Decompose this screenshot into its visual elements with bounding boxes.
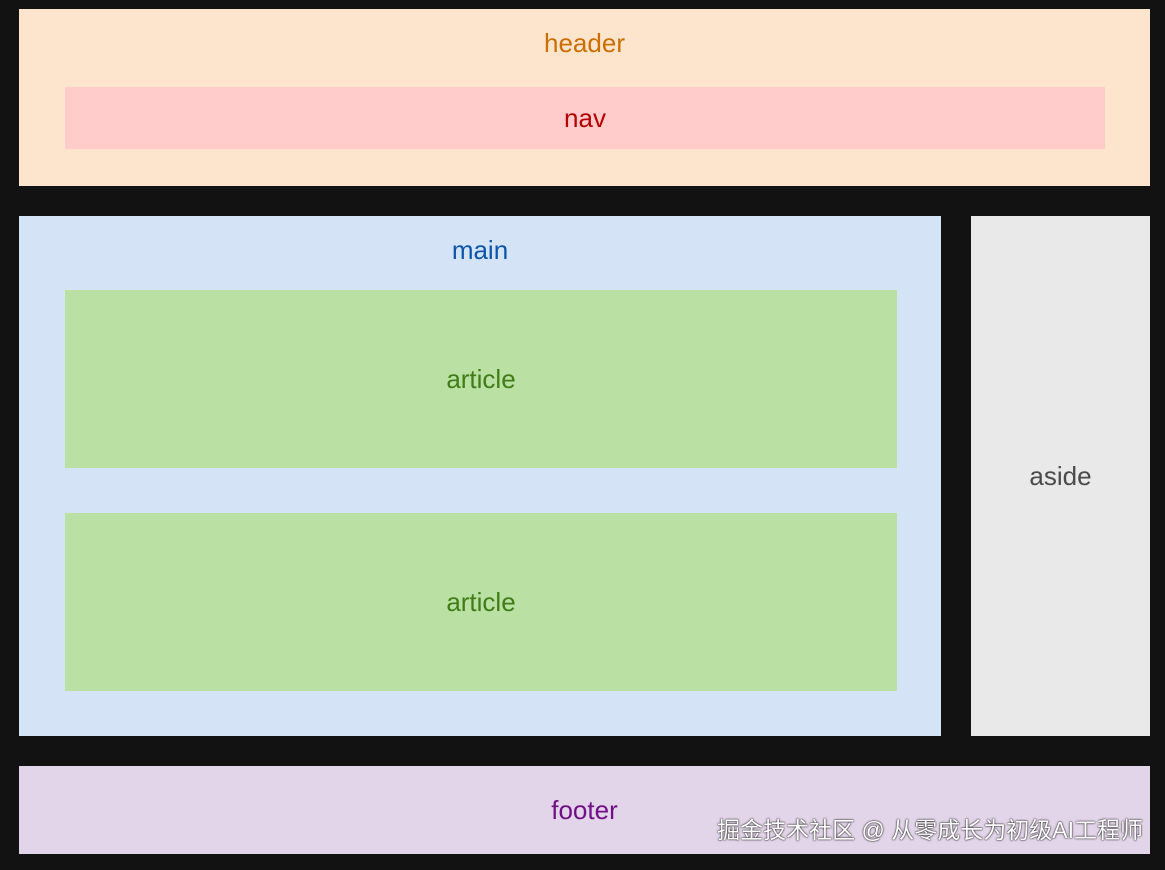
aside-block: aside: [971, 216, 1150, 736]
nav-block: nav: [65, 87, 1105, 149]
footer-label: footer: [551, 795, 618, 825]
article-block-2: article: [65, 513, 897, 691]
header-label: header: [544, 28, 625, 58]
main-block: main article article: [19, 216, 941, 736]
article-block-1: article: [65, 290, 897, 468]
nav-label: nav: [564, 103, 606, 133]
footer-block: footer: [19, 766, 1150, 854]
main-label: main: [451, 235, 509, 265]
aside-label: aside: [1029, 461, 1092, 491]
source-credit-watermark: 掘金技术社区 @ 从零成长为初级AI工程师: [717, 817, 1143, 843]
header-block: header nav: [19, 9, 1150, 186]
article-label-1: article: [446, 364, 516, 394]
article-label-2: article: [446, 587, 516, 617]
